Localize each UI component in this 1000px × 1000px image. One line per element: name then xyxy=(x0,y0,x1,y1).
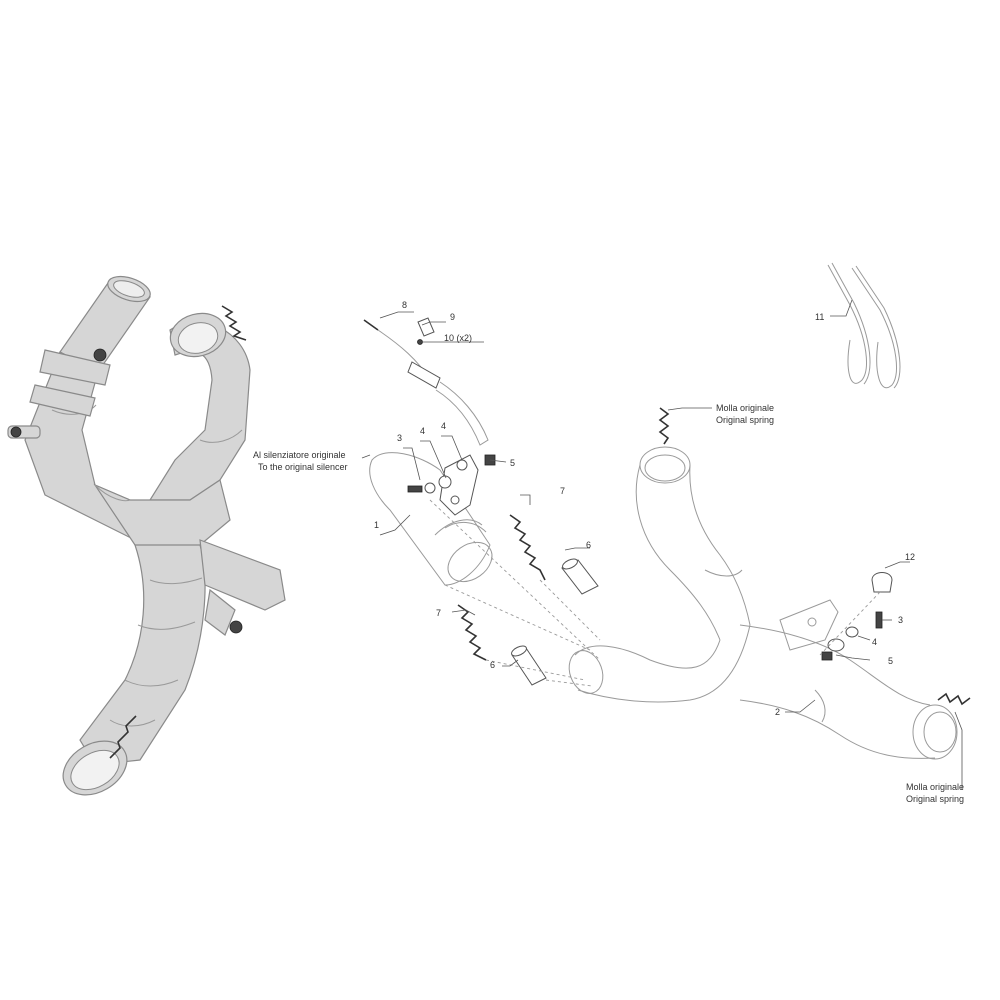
label-part-4-lower: 4 xyxy=(872,637,877,647)
label-part-3-upper: 3 xyxy=(397,433,402,443)
label-part-12: 12 xyxy=(905,552,915,562)
part-9-sleeve xyxy=(417,317,435,337)
label-part-6-upper: 6 xyxy=(586,540,591,550)
spacer-part-4-right xyxy=(827,638,845,652)
label-part-9: 9 xyxy=(450,312,455,322)
label-part-5-upper: 5 xyxy=(510,458,515,468)
label-part-2: 2 xyxy=(775,707,780,717)
note-silencer-en: To the original silencer xyxy=(258,462,348,472)
note-spring-top-en: Original spring xyxy=(716,415,774,425)
leader-lines xyxy=(361,299,963,790)
label-part-4-upper-a: 4 xyxy=(420,426,425,436)
silencer-stub xyxy=(369,452,493,586)
notes: Al silenziatore originale To the origina… xyxy=(253,403,964,804)
label-part-1: 1 xyxy=(374,520,379,530)
pipe-part-2 xyxy=(568,446,958,760)
bolt-part-3-upper xyxy=(407,475,452,494)
washer-part-4-lower xyxy=(845,626,859,638)
note-spring-top-it: Molla originale xyxy=(716,403,774,413)
note-silencer-it: Al silenziatore originale xyxy=(253,450,346,460)
cable-tie-part-11 xyxy=(827,262,901,389)
spring-part-7-upper xyxy=(509,514,546,581)
label-part-6-lower: 6 xyxy=(490,660,495,670)
note-spring-bottom-en: Original spring xyxy=(906,794,964,804)
sleeve-part-6-lower xyxy=(511,645,547,686)
bolt-part-3-lower xyxy=(875,611,883,629)
cable-part-8 xyxy=(363,319,489,446)
label-part-3-lower: 3 xyxy=(898,615,903,625)
part-10-pin xyxy=(417,339,423,345)
pipe-render xyxy=(7,275,286,796)
label-part-4-upper-b: 4 xyxy=(441,421,446,431)
spring-original-top xyxy=(658,407,670,445)
bracket-part-4 xyxy=(439,454,479,516)
note-spring-bottom-it: Molla originale xyxy=(906,782,964,792)
label-part-7-upper: 7 xyxy=(560,486,565,496)
sleeve-part-6-upper xyxy=(561,558,599,595)
nut-part-5-lower xyxy=(821,651,833,661)
part-labels: 8 9 10 (x2) 3 4 4 5 7 1 6 7 6 11 12 3 4 … xyxy=(374,300,915,717)
label-part-11: 11 xyxy=(815,312,824,322)
label-part-8: 8 xyxy=(402,300,407,310)
label-part-10: 10 (x2) xyxy=(444,333,472,343)
spring-original-bottom xyxy=(937,692,971,706)
label-part-5-lower: 5 xyxy=(888,656,893,666)
label-part-7-lower: 7 xyxy=(436,608,441,618)
spring-part-7-lower xyxy=(457,604,487,661)
rubber-part-12 xyxy=(871,572,893,593)
